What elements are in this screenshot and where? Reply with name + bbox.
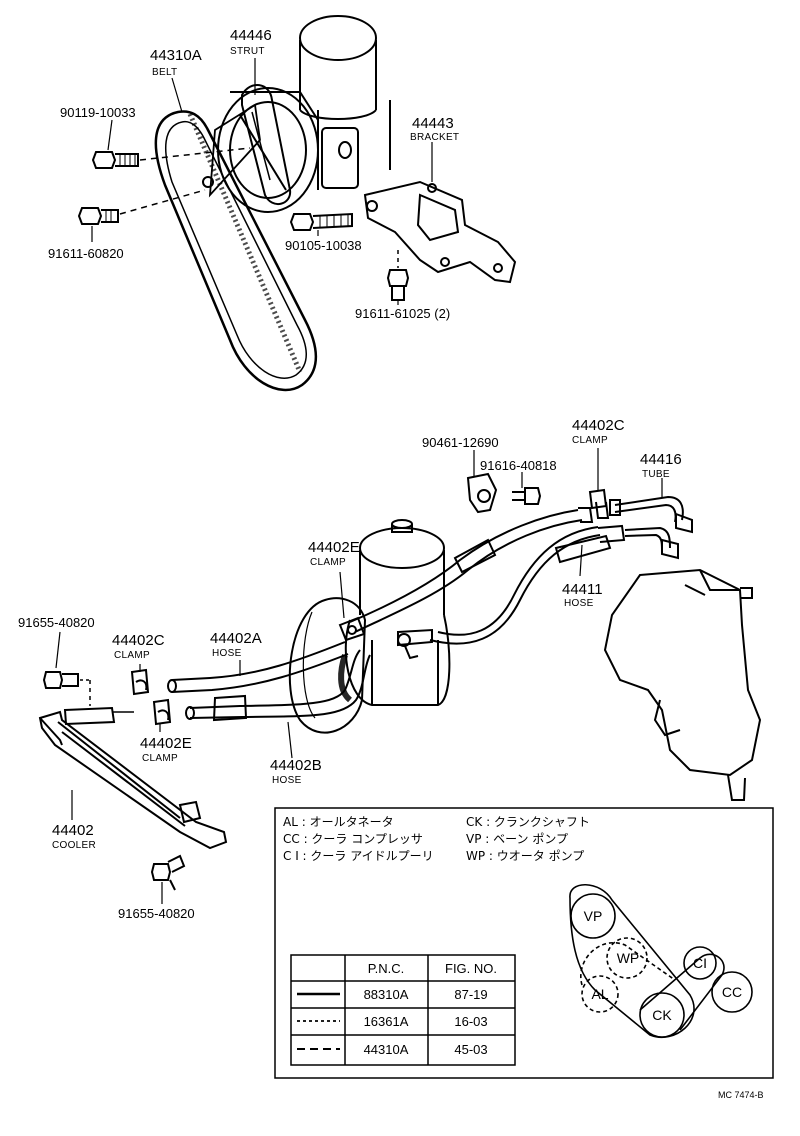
pump-pulley-lower xyxy=(288,597,367,734)
bolt-91611-60820 xyxy=(77,189,206,225)
pulley-wp-label: WP xyxy=(617,950,640,966)
table-row3-pnc: 44310A xyxy=(364,1042,409,1057)
clamp-44402C-top xyxy=(588,488,610,519)
pulley-cc-circle xyxy=(711,971,753,1013)
label-strut-name: STRUT xyxy=(230,46,265,57)
pulley-al-label: AL xyxy=(591,986,608,1002)
legend-ci: C I : クーラ アイドルプーリ xyxy=(283,849,434,863)
table-row2-pnc: 16361A xyxy=(364,1014,409,1029)
label-clamp-e-top-name: CLAMP xyxy=(310,557,346,568)
steering-gearbox xyxy=(603,568,762,801)
legend-wp: WP : ウオータ ポンプ xyxy=(466,849,584,863)
label-cooler-name: COOLER xyxy=(52,840,96,851)
hose-upper-route xyxy=(349,507,594,633)
label-bracket-pn: 44443 xyxy=(412,115,454,132)
clamp-44402E-top xyxy=(338,616,366,642)
legend-table xyxy=(290,954,516,1066)
label-bracket-name: BRACKET xyxy=(410,132,459,143)
hose-44402A xyxy=(167,641,349,693)
label-hose-a-name: HOSE xyxy=(212,648,242,659)
pulley-vp-circle xyxy=(570,893,616,939)
hose-44411 xyxy=(397,524,626,660)
label-belt-pn: 44310A xyxy=(150,47,202,64)
label-clamp-top-pn: 44402C xyxy=(572,417,625,434)
label-hose-b-pn: 44402B xyxy=(270,757,322,774)
screw-91616-40818 xyxy=(512,487,542,505)
figure-code: MC 7474-B xyxy=(718,1090,764,1100)
bracket-90461-12690 xyxy=(466,472,498,514)
pulley-ck-circle xyxy=(639,992,685,1038)
table-header-pnc: P.N.C. xyxy=(368,961,405,976)
pulley-layout xyxy=(569,884,753,1038)
label-clamp-top-name: CLAMP xyxy=(572,435,608,446)
bolt-91655-40820-bottom xyxy=(150,854,186,891)
pulley-cc-label: CC xyxy=(722,984,742,1000)
legend-al: AL : オールタネータ xyxy=(283,815,394,829)
label-tube-pn: 44416 xyxy=(640,451,682,468)
clamp-44402C-left xyxy=(130,668,150,696)
table-row1-pnc: 88310A xyxy=(364,987,409,1002)
bolt-91655-40820-top xyxy=(42,671,90,689)
label-clamp-e-left-pn: 44402E xyxy=(140,735,192,752)
hose-44402B xyxy=(185,649,371,722)
pulley-ck-label: CK xyxy=(652,1007,672,1023)
label-belt-name: BELT xyxy=(152,67,177,78)
label-bolt1-pn: 90119-10033 xyxy=(60,105,136,120)
label-screw-pn: 91616-40818 xyxy=(480,458,557,473)
pulley-ci-circle xyxy=(683,946,717,980)
legend-box xyxy=(274,807,774,1079)
pump-reservoir-upper xyxy=(299,15,391,190)
label-clamp-c-left-name: CLAMP xyxy=(114,650,150,661)
bolt-90105-10038 xyxy=(289,212,353,231)
oil-cooler xyxy=(38,680,228,850)
legend-vp: VP : ベーン ポンプ xyxy=(466,832,568,846)
label-clamp-e-left-name: CLAMP xyxy=(142,753,178,764)
strut xyxy=(241,84,292,205)
leader-lines-lower xyxy=(55,448,663,904)
table-row2-fig: 16-03 xyxy=(454,1014,487,1029)
bracket xyxy=(363,180,517,284)
tube-44416 xyxy=(609,495,693,560)
label-clamp-e-top-pn: 44402E xyxy=(308,539,360,556)
table-row1-fig: 87-19 xyxy=(454,987,487,1002)
label-bolt-cooler-top-pn: 91655-40820 xyxy=(18,615,95,630)
pump-reservoir-lower xyxy=(344,519,451,706)
bolt-90119-10033 xyxy=(91,147,251,169)
label-hose-a-pn: 44402A xyxy=(210,630,262,647)
label-bolt-cooler-bottom-pn: 91655-40820 xyxy=(118,906,195,921)
bolt-91611-61025 xyxy=(386,250,410,301)
label-hose-right-pn: 44411 xyxy=(562,581,603,598)
label-tube-name: TUBE xyxy=(642,469,670,480)
table-row3-fig: 45-03 xyxy=(454,1042,487,1057)
table-header-fig: FIG. NO. xyxy=(445,961,497,976)
label-bolt2-pn: 91611-60820 xyxy=(48,246,124,261)
label-hose-b-name: HOSE xyxy=(272,775,302,786)
pulley-al-circle xyxy=(581,975,619,1013)
leader-lines-upper xyxy=(91,58,433,305)
label-strut-pn: 44446 xyxy=(230,27,272,44)
legend-cc: CC : クーラ コンプレッサ xyxy=(283,832,423,846)
clamp-44402E-left xyxy=(152,698,172,726)
label-bolt3-pn: 90105-10038 xyxy=(285,238,362,253)
pulley-ci-label: CI xyxy=(693,955,707,971)
legend-ck: CK : クランクシャフト xyxy=(466,815,590,829)
label-clamp-c-left-pn: 44402C xyxy=(112,632,165,649)
pulley-vp-label: VP xyxy=(584,908,603,924)
label-bolt4-pn: 91611-61025 (2) xyxy=(355,306,450,321)
label-bracket2-pn: 90461-12690 xyxy=(422,435,499,450)
label-hose-right-name: HOSE xyxy=(564,598,594,609)
label-cooler-pn: 44402 xyxy=(52,822,94,839)
pulley-wp-circle xyxy=(606,937,648,979)
